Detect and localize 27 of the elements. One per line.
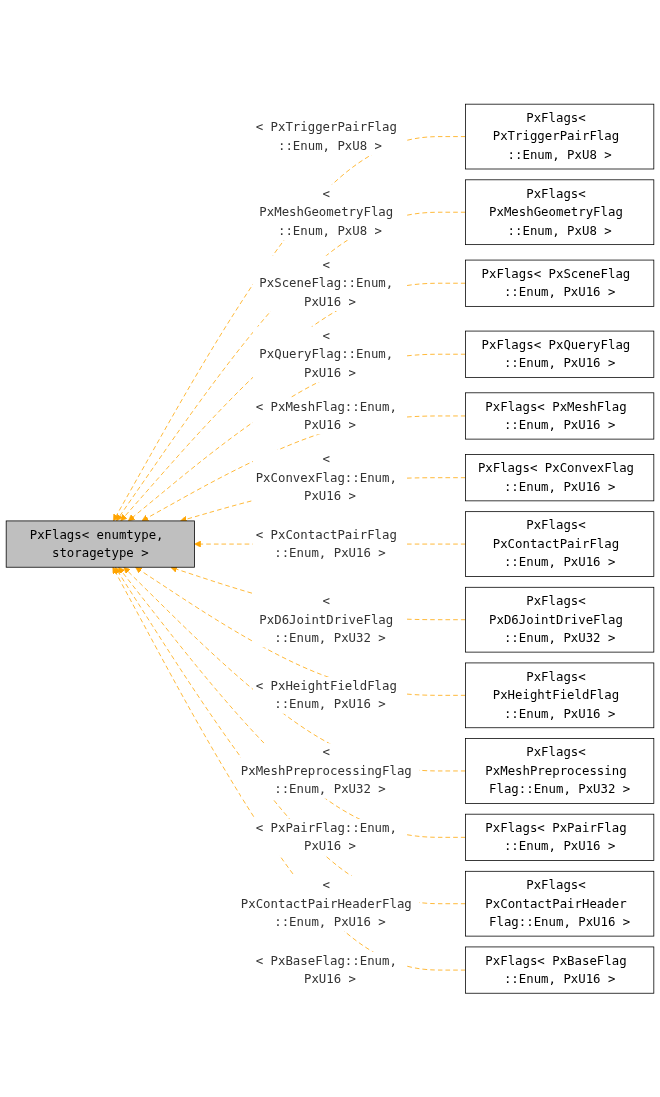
edge-label: < PxMeshPreprocessingFlag ::Enum, PxU32 > <box>240 744 412 797</box>
node-box: PxFlags< PxPairFlag ::Enum, PxU16 > <box>465 813 655 861</box>
node-box: PxFlags< PxContactPairHeader Flag::Enum, PxU16 > <box>465 870 655 937</box>
edge-label: < PxMeshFlag::Enum, PxU16 > <box>255 398 397 432</box>
edge-label: < PxContactPairFlag ::Enum, PxU16 > <box>255 526 397 561</box>
edge-label: < PxContactPairHeaderFlag ::Enum, PxU16 > <box>240 877 412 929</box>
edge-label: < PxPairFlag::Enum, PxU16 > <box>255 820 397 854</box>
edge-label: < PxTriggerPairFlag ::Enum, PxU8 > <box>255 119 397 153</box>
node-box: PxFlags< PxHeightFieldFlag ::Enum, PxU16 > <box>465 662 655 728</box>
edge-label: < PxConvexFlag::Enum, PxU16 > <box>255 451 397 503</box>
node-box: PxFlags< PxMeshFlag ::Enum, PxU16 > <box>465 392 655 440</box>
node-box: PxFlags< PxMeshPreprocessing Flag::Enum, PxU32 > <box>465 737 655 804</box>
node-box: PxFlags< PxQueryFlag ::Enum, PxU16 > <box>465 330 655 378</box>
edge-label: < PxHeightFieldFlag ::Enum, PxU16 > <box>255 678 397 712</box>
node-box: PxFlags< PxSceneFlag ::Enum, PxU16 > <box>465 259 655 307</box>
node-box: PxFlags< PxMeshGeometryFlag ::Enum, PxU8 > <box>465 179 655 245</box>
edge-label: < PxQueryFlag::Enum, PxU16 > <box>259 327 394 380</box>
edge-label: < PxSceneFlag::Enum, PxU16 > <box>259 256 394 309</box>
edge-label: < PxMeshGeometryFlag ::Enum, PxU8 > <box>259 185 394 238</box>
node-box: PxFlags< PxBaseFlag ::Enum, PxU16 > <box>465 946 655 994</box>
node-box: PxFlags< PxTriggerPairFlag ::Enum, PxU8 > <box>465 103 655 170</box>
node-box: PxFlags< enumtype, storagetype > <box>5 520 195 568</box>
node-box: PxFlags< PxD6JointDriveFlag ::Enum, PxU32 > <box>465 586 655 653</box>
edge-label: < PxBaseFlag::Enum, PxU16 > <box>255 952 397 987</box>
edge-label: < PxD6JointDriveFlag ::Enum, PxU32 > <box>259 593 394 645</box>
node-box: PxFlags< PxConvexFlag ::Enum, PxU16 > <box>465 453 655 502</box>
node-box: PxFlags< PxContactPairFlag ::Enum, PxU16 > <box>465 511 655 577</box>
